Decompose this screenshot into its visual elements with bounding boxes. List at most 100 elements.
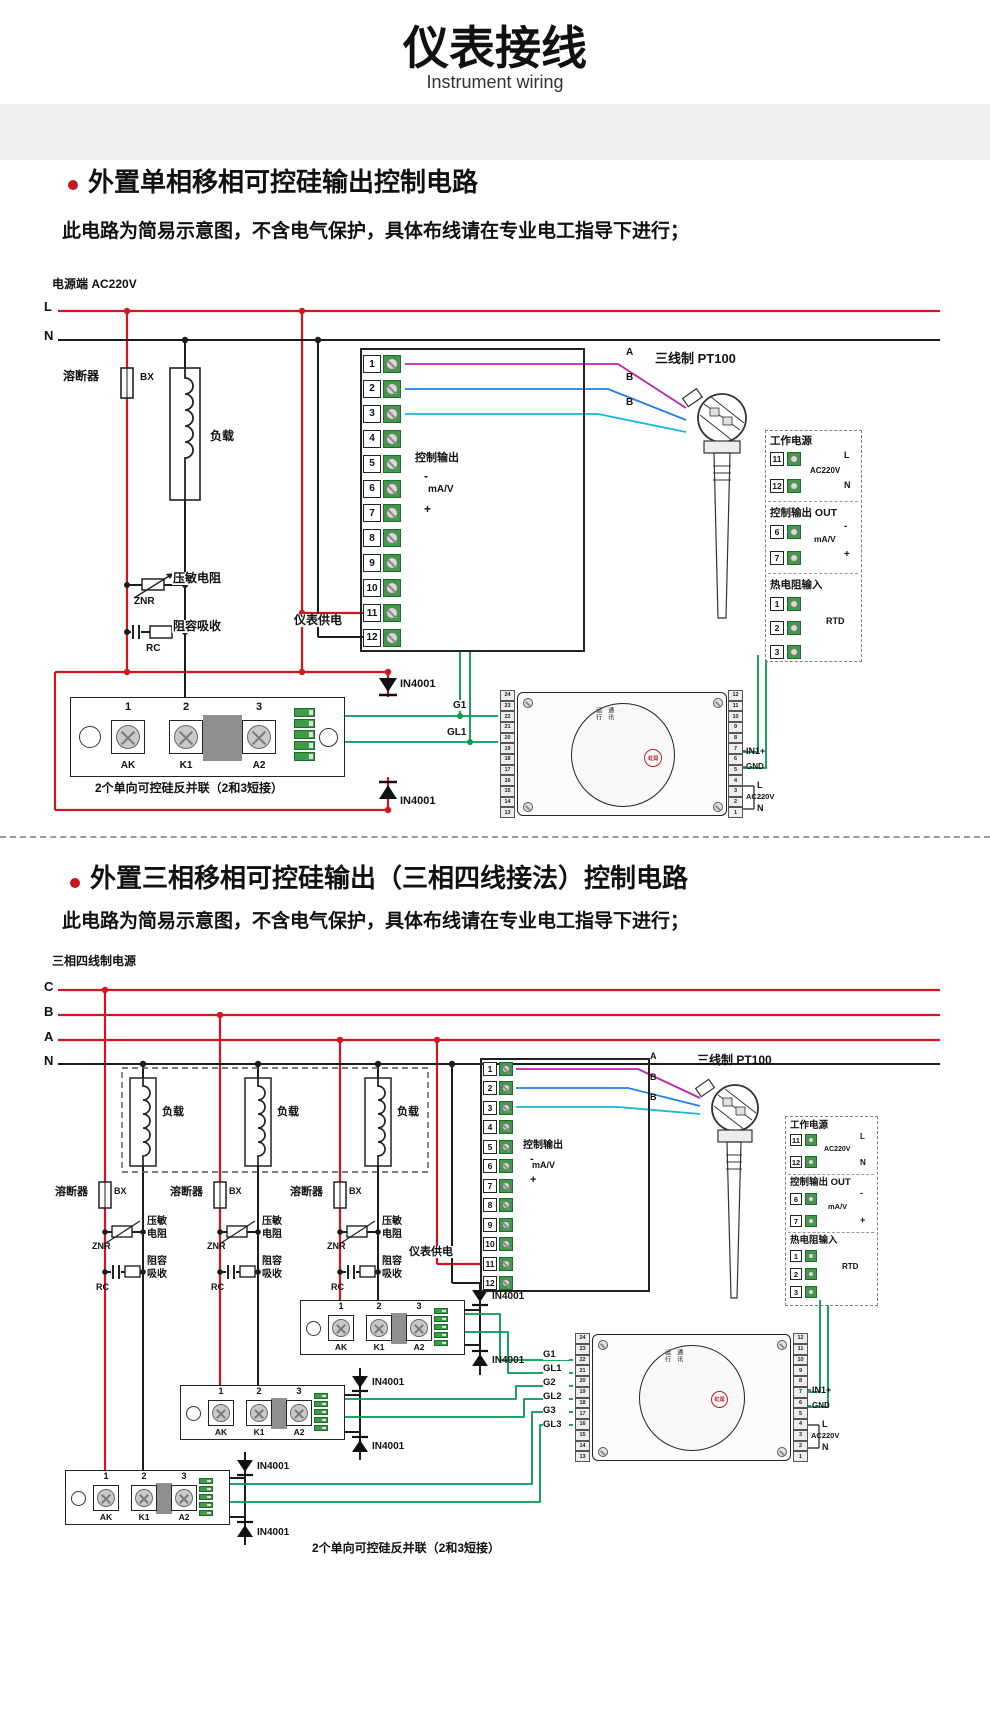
s2-supply-label: 仪表供电 [408, 1246, 454, 1259]
panel-terminal-screw [805, 1286, 817, 1298]
s2-pt100-probe [694, 1078, 759, 1299]
terminal-screw [499, 1100, 513, 1115]
s2-znr-label-2b: 电阻 [261, 1229, 283, 1240]
rear-terminal: 2 [728, 796, 743, 808]
section-divider [0, 836, 990, 838]
gate-wire-label: GL1 [543, 1364, 569, 1374]
rear-terminal: 24 [500, 690, 515, 701]
s2-diodes [237, 1290, 488, 1537]
s1-ctrl-out-label: 控制输出 [415, 452, 459, 464]
panel-row-3: 3 [790, 1286, 817, 1298]
rear-terminal: 6 [728, 754, 743, 765]
s1-rc-model: RC [146, 643, 161, 654]
s1-fuse-label: 溶断器 [62, 369, 101, 384]
panel-power-title: 工作电源 [770, 435, 812, 447]
s2-rc-model-1: RC [96, 1282, 109, 1292]
terminal-number: 5 [363, 454, 381, 473]
panel-terminal-number: 11 [790, 1134, 802, 1146]
screw [175, 1489, 193, 1507]
terminal-row: 8 [483, 1198, 513, 1213]
rear-terminal: 1 [793, 1451, 808, 1462]
terminal-screw [383, 504, 401, 523]
screw [116, 725, 140, 749]
rear-terminal: 22 [575, 1354, 590, 1366]
s1-diode1-label: IN4001 [400, 678, 436, 690]
rear-body: 运行 通讯 虹润 [517, 692, 727, 816]
s1-diode2-label: IN4001 [400, 795, 436, 807]
panel-terminal-number: 6 [790, 1193, 802, 1205]
gate-pin [314, 1401, 328, 1407]
gate-pin [294, 752, 315, 761]
section2-bullet [70, 878, 80, 888]
gate-pin-block [433, 1306, 449, 1351]
s1-sensor-wires [405, 363, 687, 433]
terminal-row: 3 [363, 404, 401, 423]
terminal-number: 10 [363, 579, 381, 598]
d1-n-label: N [757, 803, 764, 813]
terminal-number: 1 [483, 1062, 497, 1076]
screw [247, 725, 271, 749]
scr-label-a2: A2 [178, 1512, 190, 1522]
d2-n-label: N [822, 1442, 829, 1452]
terminal-row: 2 [483, 1081, 513, 1096]
s2-rc-label-3a: 阻容 [381, 1256, 403, 1267]
s2-znr-model-3: ZNR [327, 1241, 346, 1251]
scr-label-ak: AK [120, 760, 136, 771]
scr-num-2: 2 [376, 1301, 382, 1311]
d1-l-label: L [757, 780, 763, 790]
panel-divider [788, 1174, 874, 1175]
panel-terminal-screw [805, 1250, 817, 1262]
terminal-row: 5 [483, 1139, 513, 1154]
rear-terminal: 11 [728, 700, 743, 712]
panel-row-2: 2 [770, 621, 801, 635]
rear-terminal: 19 [575, 1386, 590, 1398]
terminal-row: 12 [483, 1275, 513, 1290]
d1-ac-label: AC220V [746, 792, 775, 801]
panel-terminal-number: 7 [770, 551, 784, 565]
panel-terminal-number: 6 [770, 525, 784, 539]
rear-terminal: 4 [728, 775, 743, 787]
rear-terminal: 8 [728, 732, 743, 744]
case-screw [713, 698, 723, 708]
panel-terminal-number: 2 [770, 621, 784, 635]
scr-terminal-1 [111, 720, 145, 754]
s2-diode-label-6: IN4001 [257, 1527, 290, 1538]
rear-terminal: 3 [793, 1429, 808, 1441]
panel-out-title: 控制输出 OUT [770, 507, 838, 519]
s2-rc-model-3: RC [331, 1282, 344, 1292]
scr-module-a: 1 2 3 AK K1 A2 [300, 1300, 465, 1355]
terminal-screw [383, 604, 401, 623]
scr-module-b: 1 2 3 AK K1 A2 [180, 1385, 345, 1440]
s2-fuse-label-1: 溶断器 [54, 1186, 89, 1199]
panel-row-1: 1 [790, 1250, 817, 1262]
d1-in1-label: IN1+ [746, 746, 766, 756]
terminal-number: 11 [483, 1256, 497, 1271]
terminal-number: 11 [363, 604, 381, 623]
s1-caption: 2个单向可控硅反并联（2和3短接） [95, 781, 284, 795]
s2-load-symbols [129, 1077, 392, 1167]
screw [135, 1489, 153, 1507]
terminal-number: 7 [363, 504, 381, 523]
rear-terminal: 17 [500, 764, 515, 776]
s2-power-label: 三相四线制电源 [52, 954, 137, 968]
scr-label-k1: K1 [253, 1427, 265, 1437]
panel-terminal-screw [805, 1134, 817, 1146]
panel-l-label: L [844, 450, 850, 460]
rear-terminal: 19 [500, 743, 515, 755]
terminal-screw [499, 1275, 513, 1290]
terminal-screw [383, 379, 401, 398]
scr-terminal-1 [208, 1400, 234, 1426]
rear-terminal: 3 [728, 786, 743, 797]
gate-pin [294, 730, 315, 739]
terminal-screw [499, 1256, 513, 1271]
s2-znr-model-1: ZNR [92, 1241, 111, 1251]
panel-terminal-screw [787, 645, 801, 659]
rear-terminal: 16 [575, 1419, 590, 1430]
terminal-row: 7 [363, 504, 401, 523]
section2-note: 此电路为简易示意图，不含电气保护，具体布线请在专业电工指导下进行； [62, 911, 690, 932]
s1-ctrl-plus: + [424, 502, 432, 516]
s2-green-wires [213, 1300, 829, 1503]
panel-terminal-screw [787, 452, 801, 466]
panel-terminal-screw [787, 525, 801, 539]
